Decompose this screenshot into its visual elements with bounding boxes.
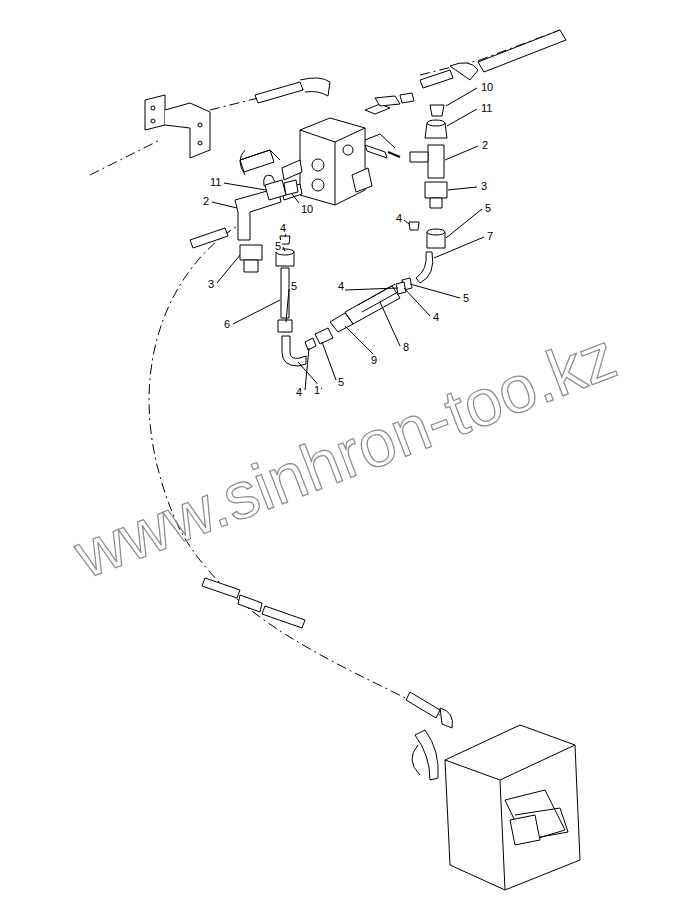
right-tee-fitting xyxy=(409,105,447,283)
callout-number: 3 xyxy=(480,180,488,192)
callout-number: 10 xyxy=(480,81,494,93)
callout-number: 5 xyxy=(462,292,470,304)
callout-number: 2 xyxy=(481,139,489,151)
hydraulic-pump xyxy=(412,725,580,890)
callout-number: 4 xyxy=(395,212,403,224)
callout-number: 5 xyxy=(484,202,492,214)
leader-lines xyxy=(212,88,484,390)
callout-number: 5 xyxy=(274,240,282,252)
mounting-bracket xyxy=(145,95,210,158)
callout-number: 9 xyxy=(370,354,378,366)
callout-number: 5 xyxy=(337,376,345,388)
callout-number: 10 xyxy=(300,203,314,215)
callout-number: 1 xyxy=(313,384,321,396)
callout-number: 2 xyxy=(202,195,210,207)
watermark: www.sinhron-too.kz xyxy=(65,320,624,590)
callout-number: 5 xyxy=(290,280,298,292)
callout-number: 3 xyxy=(207,278,215,290)
callout-number: 6 xyxy=(223,318,231,330)
callout-number: 4 xyxy=(432,311,440,323)
left-tee-fitting xyxy=(235,180,306,366)
callout-number: 7 xyxy=(486,230,494,242)
valve-block xyxy=(240,93,414,205)
callout-number: 8 xyxy=(402,341,410,353)
callout-number: 11 xyxy=(209,176,222,188)
callout-number: 4 xyxy=(337,280,345,292)
callout-number: 11 xyxy=(480,102,493,114)
callout-number: 4 xyxy=(295,386,303,398)
callout-number: 4 xyxy=(279,222,287,234)
